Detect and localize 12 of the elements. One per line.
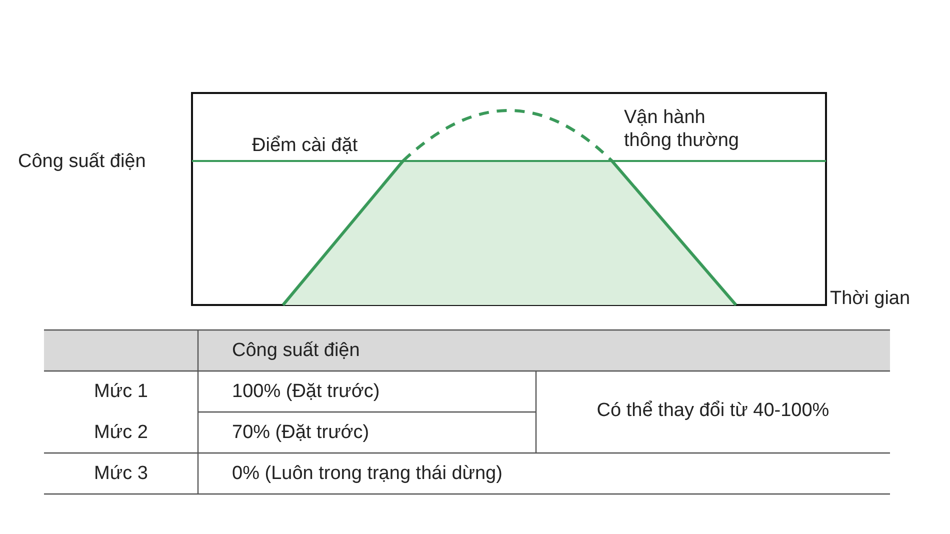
power-value: 70% (Đặt trước) — [232, 421, 370, 444]
level-label: Mức 2 — [93, 421, 149, 444]
power-value: 100% (Đặt trước) — [232, 380, 380, 403]
axis-label: Công suất điện — [18, 150, 146, 173]
axis-label: Thời gian — [830, 287, 910, 310]
operation-label: Vận hành thông thường — [624, 106, 740, 152]
level-label: Mức 3 — [93, 462, 149, 485]
power-value: 0% (Luôn trong trạng thái dừng) — [232, 462, 502, 485]
range-note: Có thể thay đổi từ 40-100% — [596, 399, 830, 422]
column-heading: Công suất điện — [232, 339, 360, 362]
level-label: Mức 1 — [93, 380, 149, 403]
setpoint-label: Điểm cài đặt — [252, 134, 358, 157]
